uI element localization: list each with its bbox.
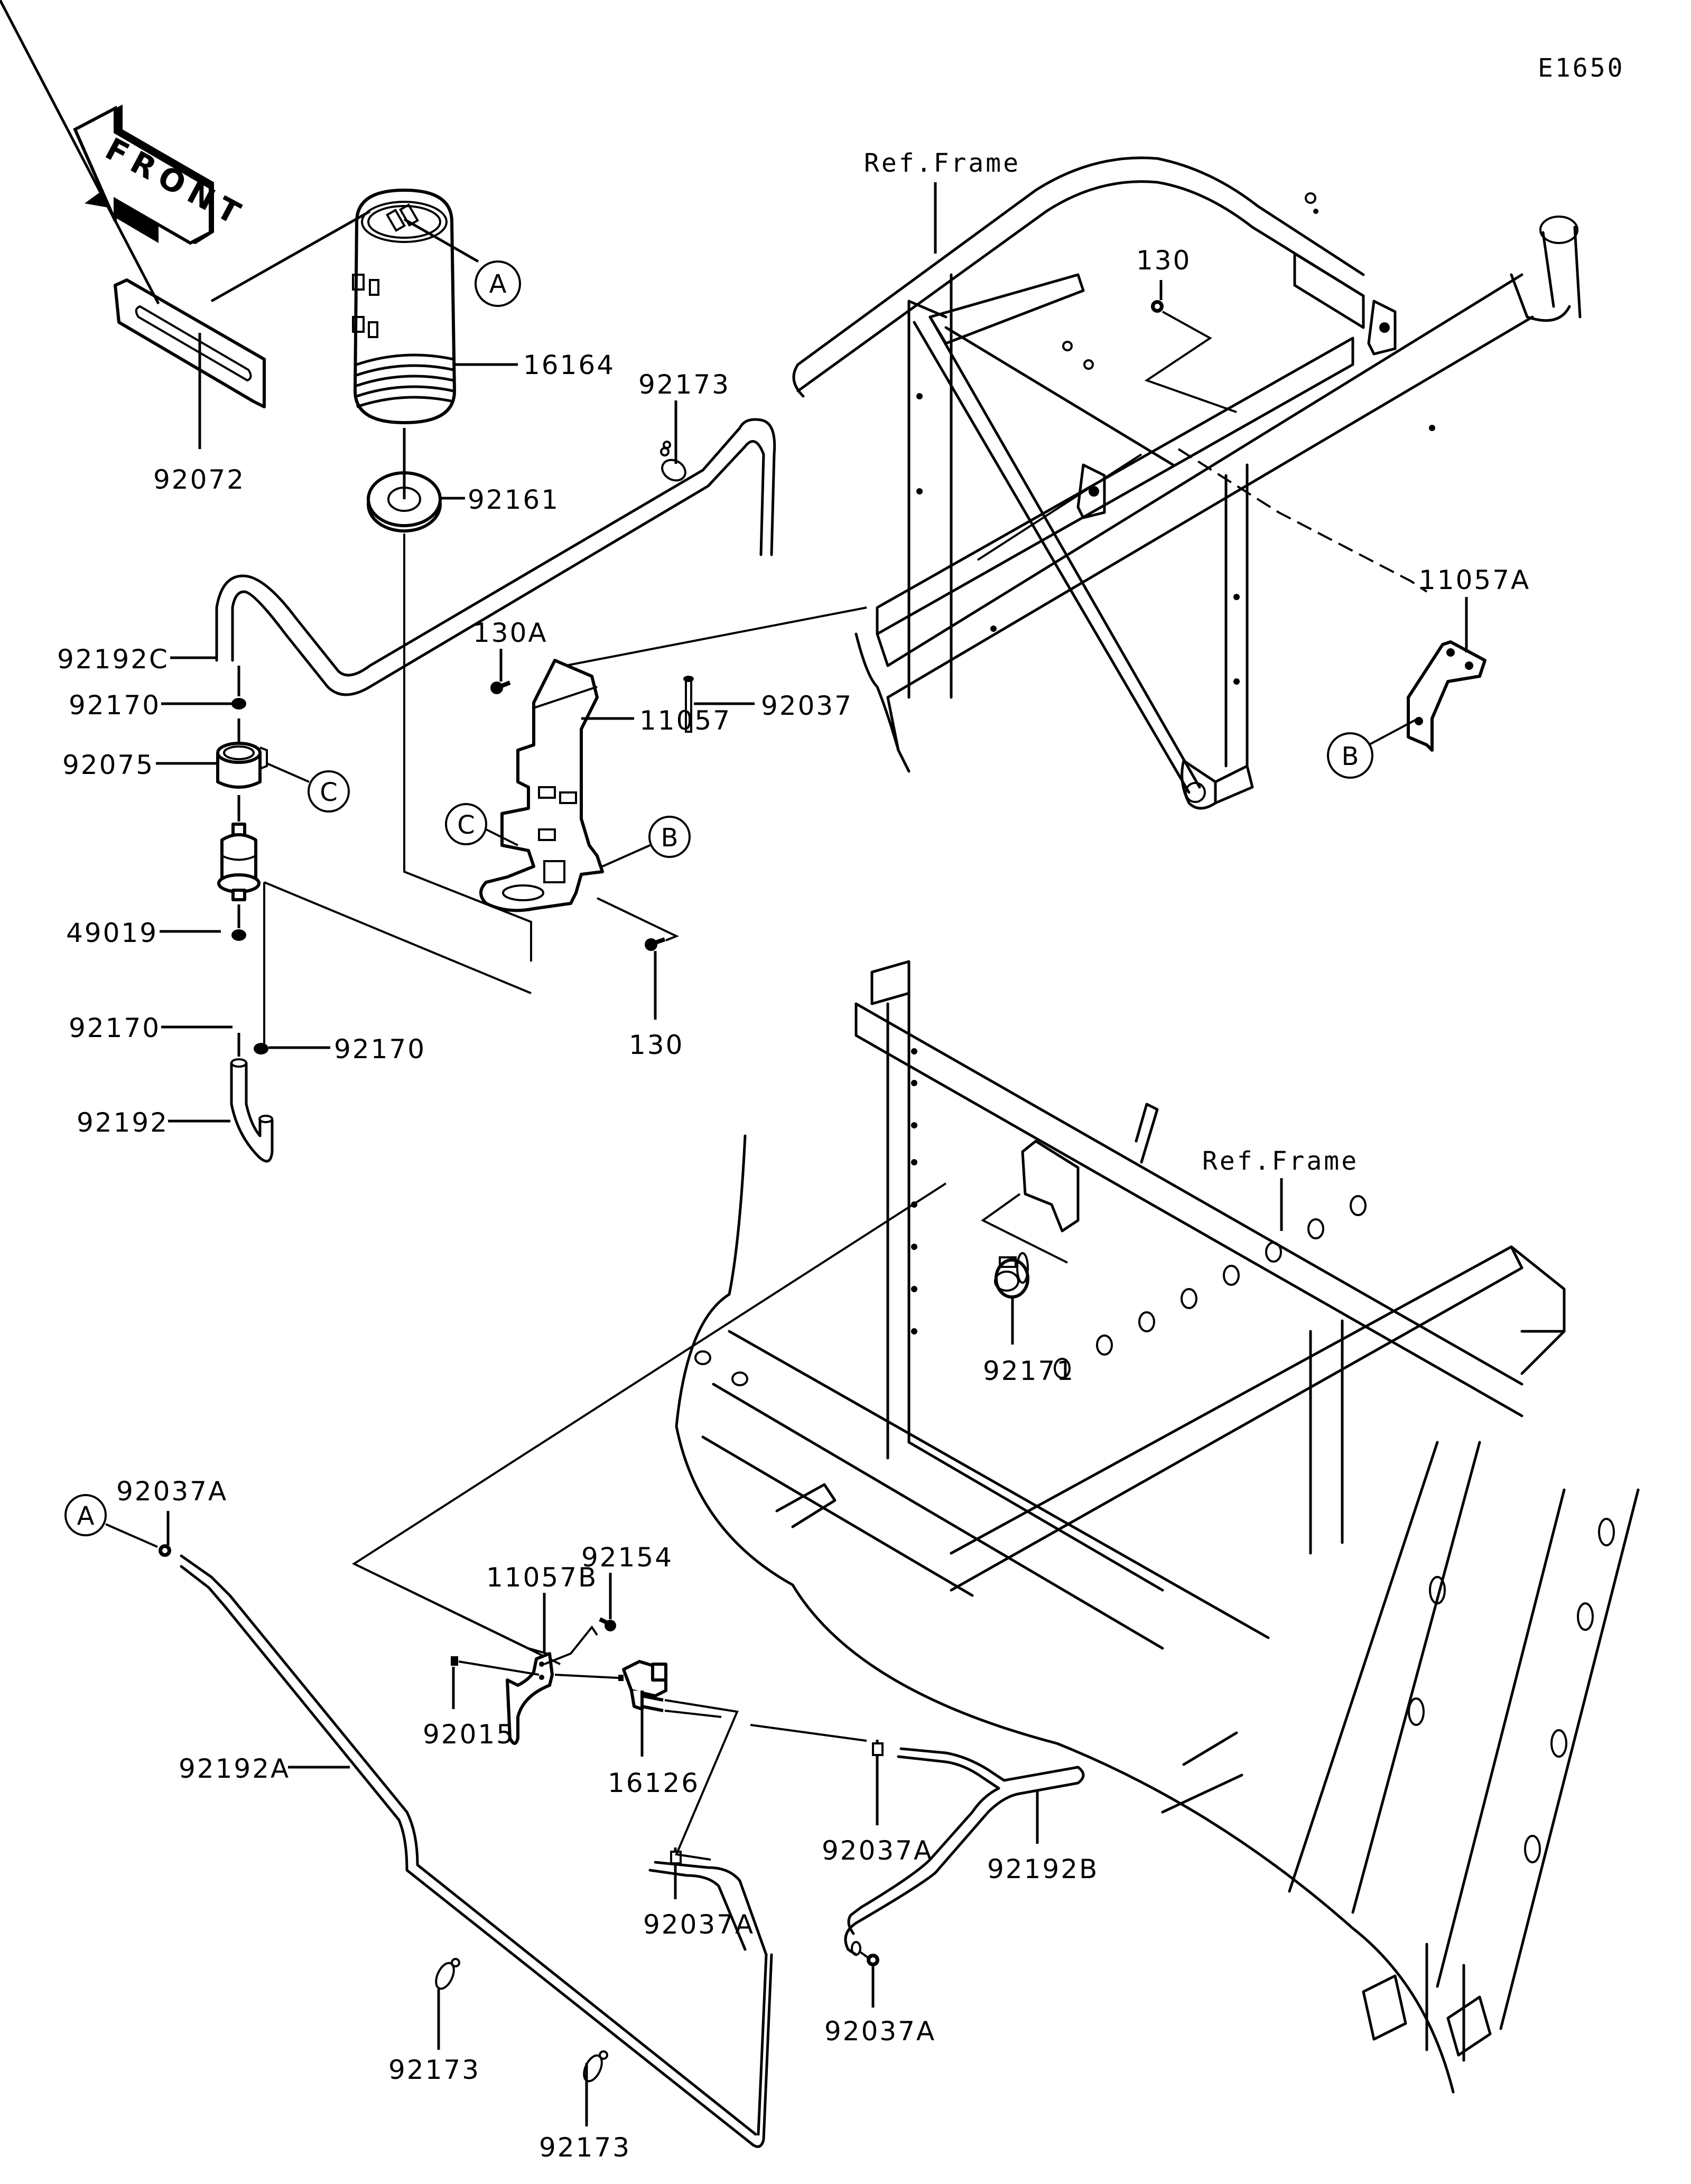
callout-c-left[interactable]: C [308,770,350,813]
part-label-92037A-c[interactable]: 92037A [643,1909,755,1940]
hose-92192C[interactable] [215,418,776,696]
part-label-49019[interactable]: 49019 [66,918,158,948]
part-label-92173-c[interactable]: 92173 [539,2132,631,2163]
part-label-16126[interactable]: 16126 [608,1768,700,1798]
nut-92015[interactable] [451,1656,458,1666]
part-label-92170-c[interactable]: 92170 [334,1034,426,1065]
ref-frame-label-bottom: Ref.Frame [1202,1146,1359,1176]
callout-a-bottom[interactable]: A [64,1494,107,1536]
part-label-92154[interactable]: 92154 [581,1542,673,1573]
bolt-130A[interactable] [490,680,511,694]
part-label-92161[interactable]: 92161 [468,484,560,515]
canister-16164[interactable] [352,189,456,424]
clamp-92170-a[interactable] [231,698,246,710]
bolt-130-mid[interactable] [645,937,666,951]
part-label-92192[interactable]: 92192 [77,1107,169,1138]
front-arrow-icon: FRONT [73,105,253,245]
bracket-11057B[interactable] [506,1652,554,1745]
part-label-92173-b[interactable]: 92173 [388,2055,480,2085]
bolt-130-top[interactable] [1151,300,1164,313]
frame-upper-holes [916,192,1435,685]
part-label-92192C[interactable]: 92192C [57,644,169,675]
part-label-92072[interactable]: 92072 [153,464,245,495]
part-label-16164[interactable]: 16164 [523,350,615,380]
part-label-92037[interactable]: 92037 [761,690,853,721]
part-label-92171[interactable]: 92171 [983,1356,1075,1386]
svg-text:A: A [489,269,507,299]
frame-lower-holes [694,1048,1615,1863]
clamp-92173-top[interactable] [658,441,689,484]
callout-b-mid[interactable]: B [648,816,691,858]
valve-16126[interactable] [618,1660,667,1712]
callout-b-right[interactable]: B [1327,732,1373,779]
clamp-92037A-a[interactable] [159,1544,171,1557]
part-label-92192A[interactable]: 92192A [179,1753,290,1784]
holder-92075[interactable] [216,742,268,789]
callout-a-top[interactable]: A [475,260,521,307]
frame-upper [792,156,1582,810]
frame-lower [675,960,1640,2094]
hose-92192B[interactable] [844,1747,1085,1956]
ref-frame-label-top: Ref.Frame [864,148,1020,178]
part-label-92192B[interactable]: 92192B [987,1854,1099,1884]
svg-text:B: B [661,823,679,853]
hose-92192A[interactable] [180,1554,773,2148]
svg-text:C: C [457,810,475,840]
hose-92192[interactable] [230,1058,274,1163]
clamp-92170-b[interactable] [231,929,246,941]
part-label-130-mid[interactable]: 130 [629,1030,684,1060]
part-label-92170-b[interactable]: 92170 [69,1013,161,1043]
bracket-11057A[interactable] [1407,640,1486,752]
part-label-92015[interactable]: 92015 [423,1719,515,1750]
svg-text:C: C [320,778,338,807]
clamp-92037[interactable] [683,676,694,733]
part-label-92170-a[interactable]: 92170 [69,690,161,721]
band-92072[interactable] [114,278,266,408]
clamp-92170-c[interactable] [254,1043,268,1054]
clamp-92037A-d[interactable] [867,1954,879,1966]
clamp-92037A-b[interactable] [872,1740,884,1756]
part-label-11057[interactable]: 11057 [639,705,731,736]
part-label-130A[interactable]: 130A [473,618,548,648]
bolt-92154[interactable] [599,1617,616,1631]
part-label-92075[interactable]: 92075 [62,750,154,780]
part-label-92173-top[interactable]: 92173 [638,369,730,400]
svg-text:B: B [1342,742,1359,771]
part-label-92037A-a[interactable]: 92037A [116,1476,228,1507]
filter-49019[interactable] [217,823,261,901]
clamp-92173-c[interactable] [580,2050,608,2084]
diagram-code: E1650 [1538,53,1625,83]
part-label-11057B[interactable]: 11057B [486,1562,598,1593]
part-label-11057A[interactable]: 11057A [1419,565,1530,595]
part-label-92037A-b[interactable]: 92037A [822,1835,933,1866]
part-label-92037A-d[interactable]: 92037A [824,2016,936,2047]
svg-text:A: A [77,1501,95,1531]
clamp-92171[interactable] [994,1252,1029,1299]
bracket-11057[interactable] [479,659,604,912]
clamp-92173-b[interactable] [432,1958,460,1991]
part-label-130-top[interactable]: 130 [1136,245,1191,276]
callout-c-mid[interactable]: C [445,803,487,845]
